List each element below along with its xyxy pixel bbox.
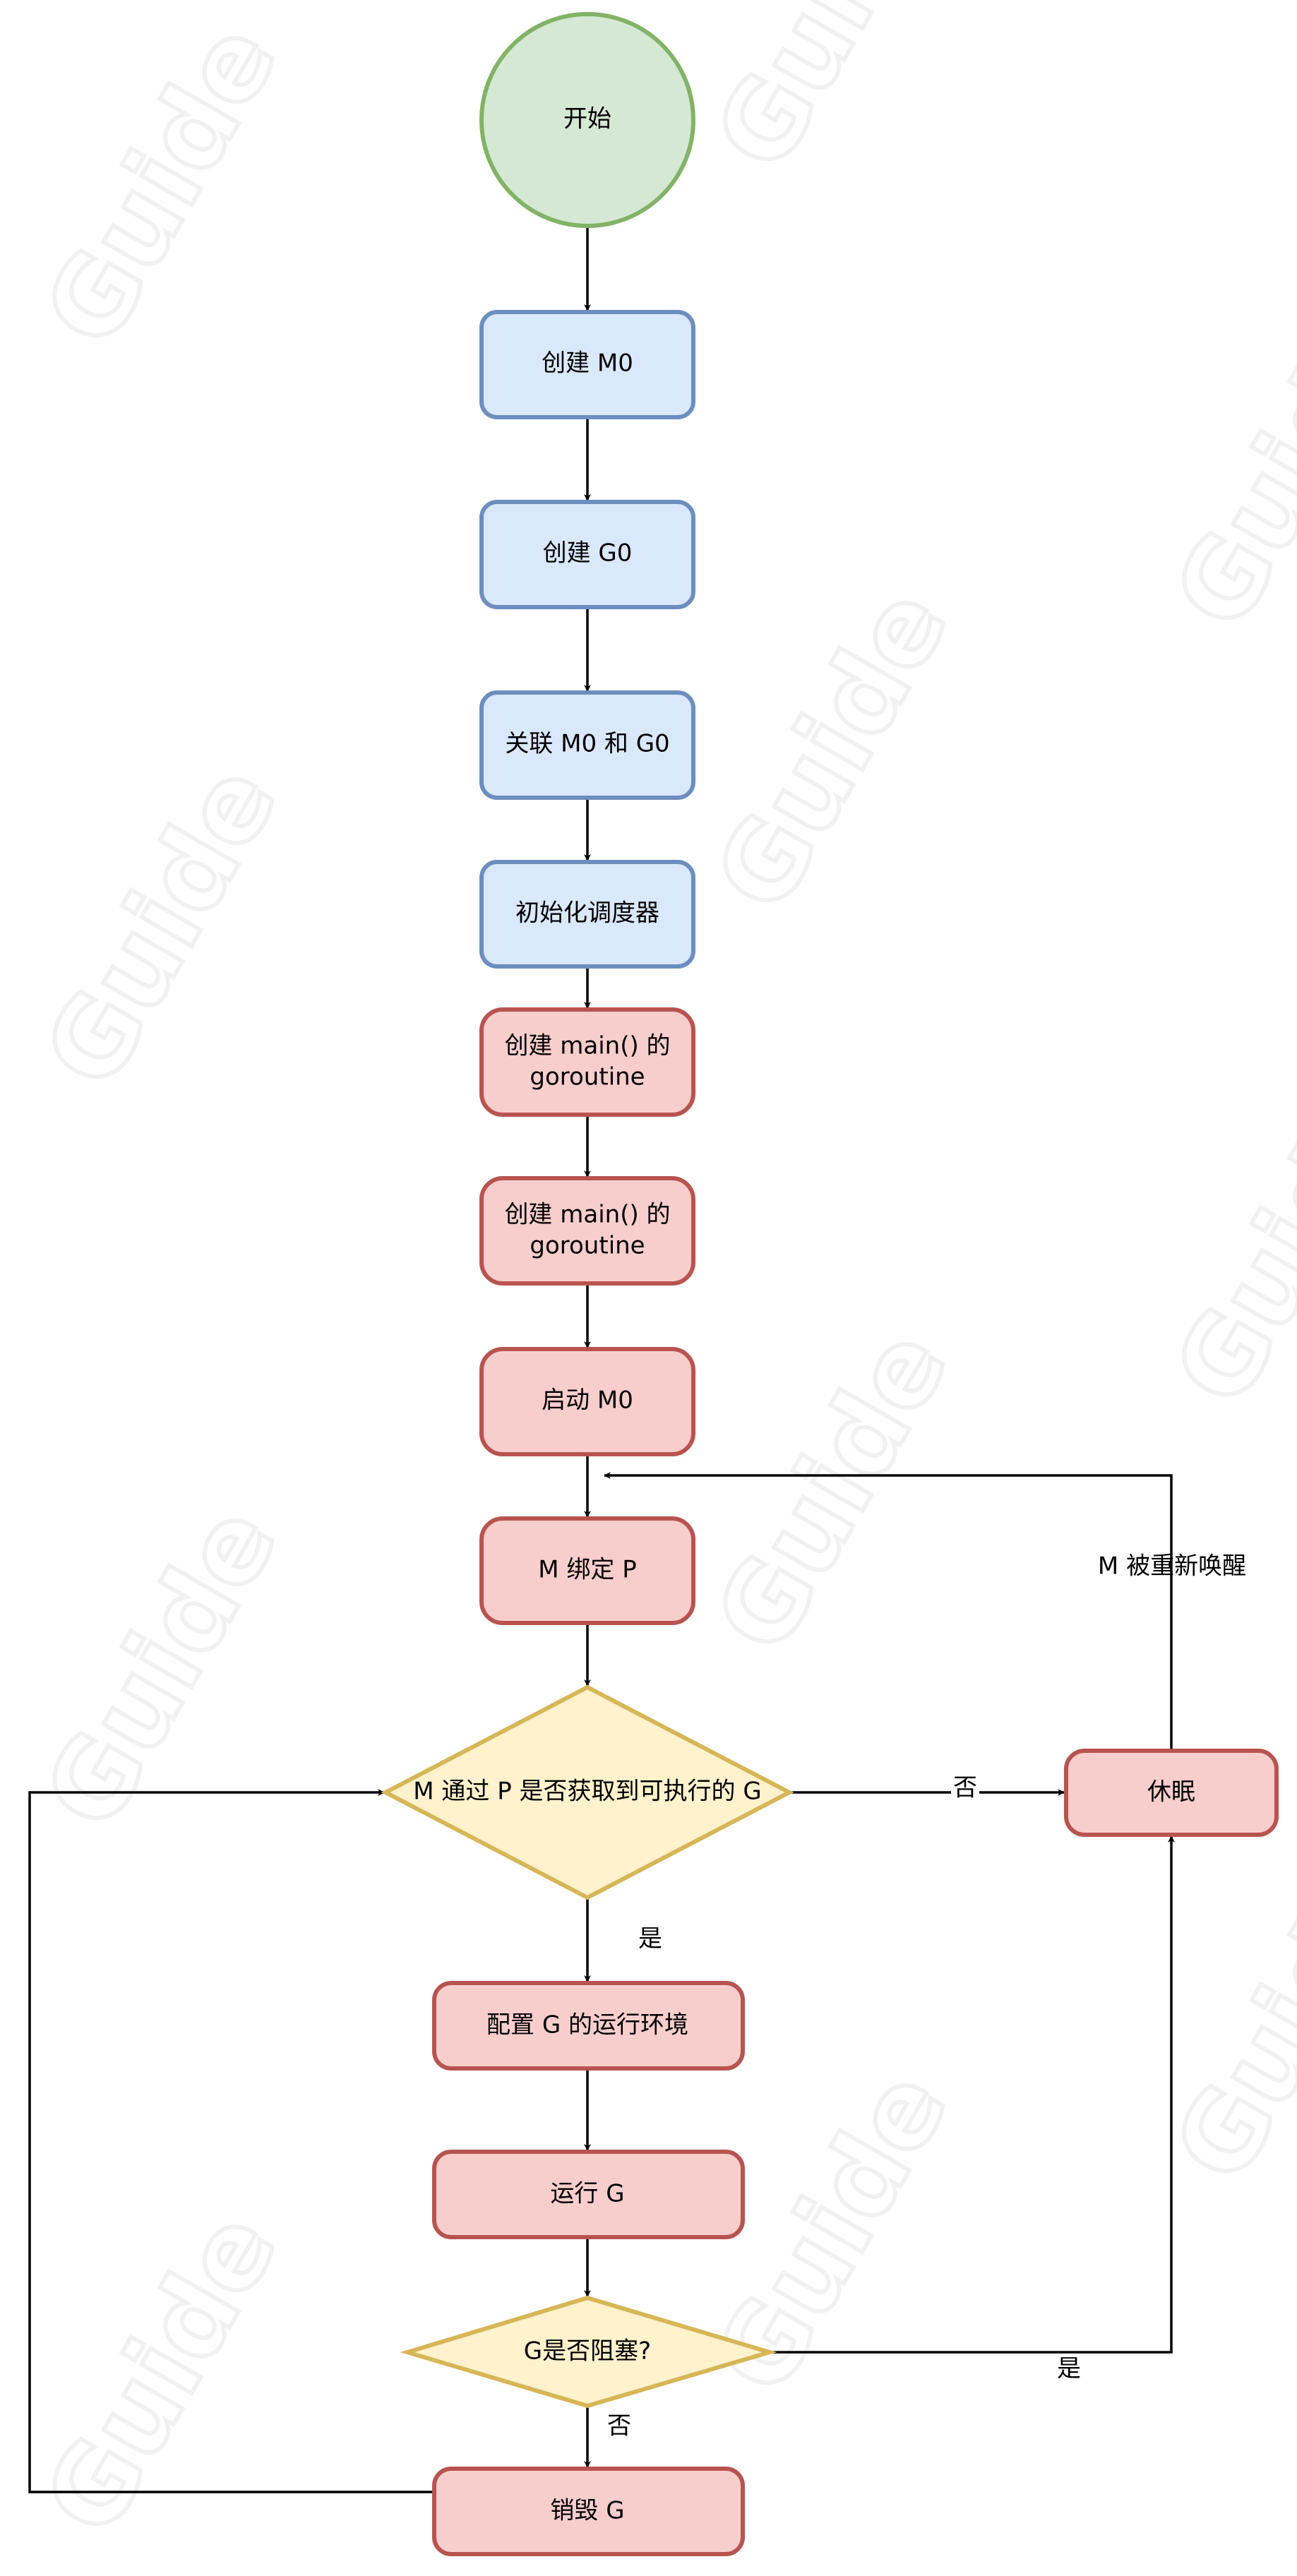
edge-label-woken: M 被重新唤醒 <box>1098 1552 1246 1581</box>
node-config-g: 配置 G 的运行环境 <box>432 1981 745 2071</box>
node-bind-m0-g0: 关联 M0 和 G0 <box>479 690 695 800</box>
watermark-text: Guide <box>1151 1063 1297 1425</box>
node-run-g: 运行 G <box>432 2150 745 2239</box>
edge-loop-back <box>28 1789 434 2493</box>
node-label: goroutine <box>530 1063 645 1091</box>
node-sleep: 休眠 <box>1064 1749 1279 1837</box>
node-label: 创建 M0 <box>542 349 633 378</box>
watermark-text: Guide <box>692 0 972 189</box>
node-label: 创建 main() 的 <box>504 1032 670 1060</box>
node-label: 运行 G <box>550 2180 624 2208</box>
watermark-text: Guide <box>21 4 301 366</box>
watermark-text: Guide <box>1151 1840 1297 2201</box>
decision-blocked: G是否阻塞? <box>400 2295 777 2409</box>
node-start-m0: 启动 M0 <box>479 1347 695 1456</box>
edge-label-no: 否 <box>953 1774 977 1802</box>
start-node: 开始 <box>479 12 695 228</box>
edge-wake <box>604 1472 1173 1749</box>
edge-label-yes: 是 <box>1057 2355 1081 2383</box>
node-label: goroutine <box>530 1232 645 1260</box>
node-m-bind-p: M 绑定 P <box>479 1516 695 1625</box>
decision-get-g: M 通过 P 是否获取到可执行的 G <box>381 1684 794 1900</box>
watermark-text: Guide <box>21 1487 301 1848</box>
node-label: M 通过 P 是否获取到可执行的 G <box>413 1778 761 1806</box>
node-label: 关联 M0 和 G0 <box>505 730 669 758</box>
watermark-text: Guide <box>692 1310 972 1672</box>
edge-label-yes: 是 <box>638 1925 662 1953</box>
node-init-scheduler: 初始化调度器 <box>479 860 695 969</box>
node-label: 销毁 G <box>550 2497 624 2525</box>
node-label: G是否阻塞? <box>524 2337 651 2366</box>
edges <box>28 227 1175 2493</box>
node-destroy-g: 销毁 G <box>432 2467 745 2556</box>
node-create-g0: 创建 G0 <box>479 500 695 609</box>
node-create-main-2: 创建 main() 的 goroutine <box>479 1176 695 1286</box>
edge-blocked-yes <box>770 1835 1175 2354</box>
node-label: 创建 main() 的 <box>504 1201 670 1229</box>
watermark-text: Guide <box>21 2193 301 2554</box>
watermark-text: Guide <box>692 569 972 930</box>
node-label: 初始化调度器 <box>515 899 659 928</box>
node-label: 启动 M0 <box>542 1386 633 1415</box>
node-create-main-1: 创建 main() 的 goroutine <box>479 1007 695 1117</box>
edge-label-no: 否 <box>607 2412 631 2440</box>
node-label: 开始 <box>563 105 611 133</box>
watermark-text: Guide <box>21 745 301 1107</box>
node-create-m0: 创建 M0 <box>479 310 695 419</box>
watermark-text: Guide <box>1151 287 1297 648</box>
node-label: 创建 G0 <box>543 539 633 568</box>
node-label: 配置 G 的运行环境 <box>486 2011 688 2039</box>
node-label: 休眠 <box>1147 1778 1195 1807</box>
node-label: M 绑定 P <box>538 1556 636 1584</box>
